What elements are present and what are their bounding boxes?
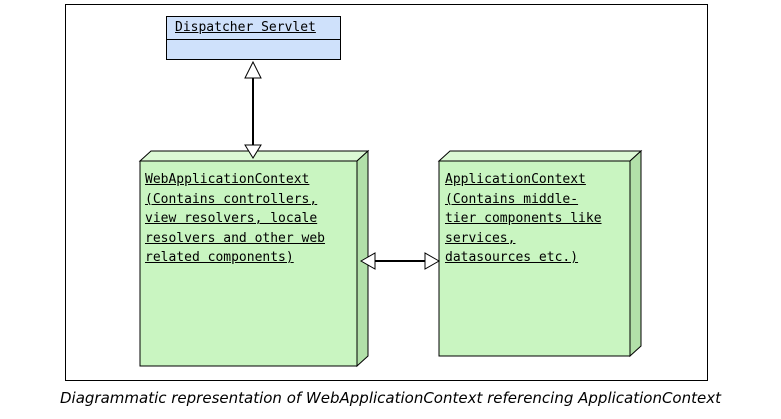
web-context-line: WebApplicationContext bbox=[145, 172, 310, 187]
web-app-association-arrow bbox=[359, 252, 441, 270]
app-node-front-face bbox=[438, 160, 631, 357]
app-context-line: ApplicationContext bbox=[445, 172, 586, 187]
app-context-line: datasources etc.) bbox=[445, 250, 579, 265]
arrowhead-down-icon bbox=[244, 144, 262, 159]
dispatcher-servlet-label: Dispatcher Servlet bbox=[167, 17, 340, 40]
application-context-node bbox=[437, 149, 643, 358]
app-context-line: services, bbox=[445, 230, 516, 246]
arrowhead-up-icon bbox=[244, 60, 262, 79]
dispatcher-servlet-box: Dispatcher Servlet bbox=[166, 16, 341, 60]
app-node-top-face bbox=[437, 150, 643, 162]
web-context-text: WebApplicationContext (Contains controll… bbox=[145, 170, 325, 268]
web-context-line: resolvers and other web bbox=[145, 230, 326, 246]
app-node-side-face bbox=[629, 149, 642, 358]
app-context-line: (Contains middle- bbox=[445, 191, 579, 207]
web-context-line: related components) bbox=[145, 250, 294, 265]
arrowhead-left-icon bbox=[359, 252, 376, 270]
web-node-front-face bbox=[139, 160, 358, 367]
web-context-line: view resolvers, locale bbox=[145, 211, 318, 226]
web-context-line: (Contains controllers, bbox=[145, 191, 318, 207]
app-context-text: ApplicationContext (Contains middle- tie… bbox=[445, 170, 602, 268]
dispatcher-web-association-arrow bbox=[244, 60, 262, 159]
app-context-line: tier components like bbox=[445, 211, 602, 226]
figure-caption: Diagrammatic representation of WebApplic… bbox=[60, 389, 721, 407]
arrowhead-right-icon bbox=[424, 252, 441, 270]
web-application-context-node bbox=[138, 149, 370, 368]
